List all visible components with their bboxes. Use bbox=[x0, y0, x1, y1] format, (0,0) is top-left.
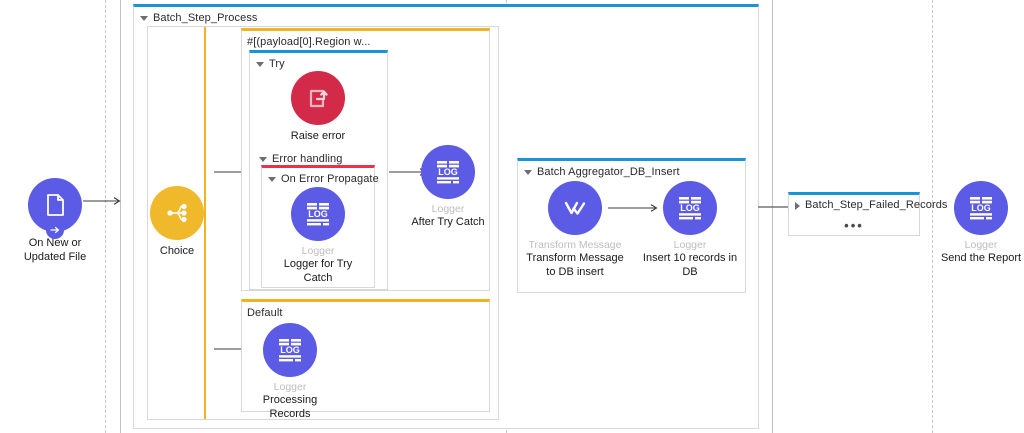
node-type: Logger bbox=[273, 381, 307, 393]
node-label-line1: Logger for Try bbox=[283, 258, 353, 270]
node-label-line2: Updated File bbox=[23, 251, 87, 263]
node-label-line1: Transform Message bbox=[526, 252, 624, 264]
log-icon: LOG bbox=[663, 181, 717, 235]
chevron-down-icon[interactable] bbox=[140, 16, 148, 21]
node-type: Transform Message bbox=[528, 239, 622, 251]
node-type: Logger bbox=[431, 203, 465, 215]
error-handling-label: Error handling bbox=[272, 153, 343, 165]
node-type: Logger bbox=[673, 239, 707, 251]
node-label-line2: Catch bbox=[303, 272, 333, 284]
arrow-transform-to-logger-db bbox=[608, 203, 660, 213]
scope-title-text: On Error Propagate bbox=[281, 173, 379, 185]
scope-batch-step-process-title: Batch_Step_Process bbox=[134, 7, 758, 25]
node-label: Choice bbox=[159, 245, 195, 257]
node-after-try-catch[interactable]: LOG Logger After Try Catch bbox=[392, 145, 504, 229]
node-processing-records[interactable]: LOG Logger Processing Records bbox=[234, 323, 346, 421]
scope-batch-step-failed-title: Batch_Step_Failed_Records bbox=[789, 195, 947, 212]
lane-divider-solid-right bbox=[772, 0, 773, 433]
log-icon: LOG bbox=[263, 323, 317, 377]
log-icon: LOG bbox=[291, 187, 345, 241]
choice-route-spine bbox=[204, 27, 206, 419]
node-logger-insert-records[interactable]: LOG Logger Insert 10 records in DB bbox=[634, 181, 746, 279]
node-label-line2: to DB insert bbox=[546, 266, 604, 278]
chevron-down-icon[interactable] bbox=[524, 170, 532, 175]
transform-message-icon bbox=[548, 181, 602, 235]
default-route-text: Default bbox=[247, 307, 283, 319]
node-type: Logger bbox=[301, 245, 335, 257]
arrow-source-to-flow bbox=[83, 196, 123, 206]
error-handling-header[interactable]: Error handling bbox=[253, 148, 343, 166]
node-send-the-report[interactable]: LOG Logger Send the Report bbox=[925, 181, 1024, 265]
scope-title-text: Batch_Step_Failed_Records bbox=[805, 199, 948, 211]
collapsed-content-indicator[interactable]: ••• bbox=[844, 218, 864, 233]
scope-batch-step-failed-records[interactable]: Batch_Step_Failed_Records ••• bbox=[788, 192, 947, 236]
lane-divider-dashed-left bbox=[105, 0, 106, 433]
scope-on-error-propagate-title: On Error Propagate bbox=[262, 168, 379, 186]
raise-error-icon bbox=[291, 71, 345, 125]
node-on-new-or-updated-file[interactable]: On New or Updated File bbox=[0, 178, 111, 264]
file-document-icon bbox=[28, 178, 82, 239]
node-transform-message[interactable]: Transform Message Transform Message to D… bbox=[519, 181, 631, 279]
node-label-line1: On New or bbox=[28, 237, 82, 249]
scope-title-text: Batch_Step_Process bbox=[153, 12, 258, 24]
node-type: Logger bbox=[964, 239, 998, 251]
log-icon: LOG bbox=[954, 181, 1008, 235]
node-label-line2: Records bbox=[269, 408, 311, 420]
chevron-down-icon[interactable] bbox=[259, 157, 267, 162]
node-label-line1: Processing bbox=[262, 394, 318, 406]
node-label: Raise error bbox=[290, 130, 346, 142]
log-icon: LOG bbox=[421, 145, 475, 199]
node-label: After Try Catch bbox=[411, 216, 485, 228]
node-label-line1: Insert 10 records in bbox=[642, 252, 738, 264]
scope-default-route-title: Default bbox=[242, 302, 489, 320]
svg-text:LOG: LOG bbox=[971, 203, 991, 213]
svg-text:LOG: LOG bbox=[308, 209, 328, 219]
node-choice[interactable]: Choice bbox=[121, 186, 233, 258]
node-label: Send the Report bbox=[940, 252, 1022, 264]
chevron-down-icon[interactable] bbox=[256, 62, 264, 67]
node-label-line2: DB bbox=[682, 266, 698, 278]
scope-title-text: Try bbox=[269, 58, 285, 70]
scope-title-text: Batch Aggregator_DB_Insert bbox=[537, 166, 680, 178]
node-raise-error[interactable]: Raise error bbox=[262, 71, 374, 143]
chevron-right-icon[interactable] bbox=[795, 201, 800, 210]
trigger-arrow-badge-icon bbox=[46, 221, 64, 239]
scope-when-route-title: #[(payload[0].Region w... bbox=[242, 31, 489, 49]
choice-branch-icon bbox=[150, 186, 204, 240]
svg-text:LOG: LOG bbox=[280, 345, 300, 355]
chevron-down-icon[interactable] bbox=[268, 177, 276, 182]
node-logger-for-try-catch[interactable]: LOG Logger Logger for Try Catch bbox=[262, 187, 374, 285]
lane-divider-dashed-right bbox=[932, 0, 933, 433]
scope-try-title: Try bbox=[250, 53, 387, 71]
lane-divider-solid-left bbox=[120, 0, 121, 433]
svg-text:LOG: LOG bbox=[680, 203, 700, 213]
svg-text:LOG: LOG bbox=[438, 167, 458, 177]
when-expression-text: #[(payload[0].Region w... bbox=[247, 36, 371, 48]
scope-batch-aggregator-title: Batch Aggregator_DB_Insert bbox=[518, 161, 745, 179]
